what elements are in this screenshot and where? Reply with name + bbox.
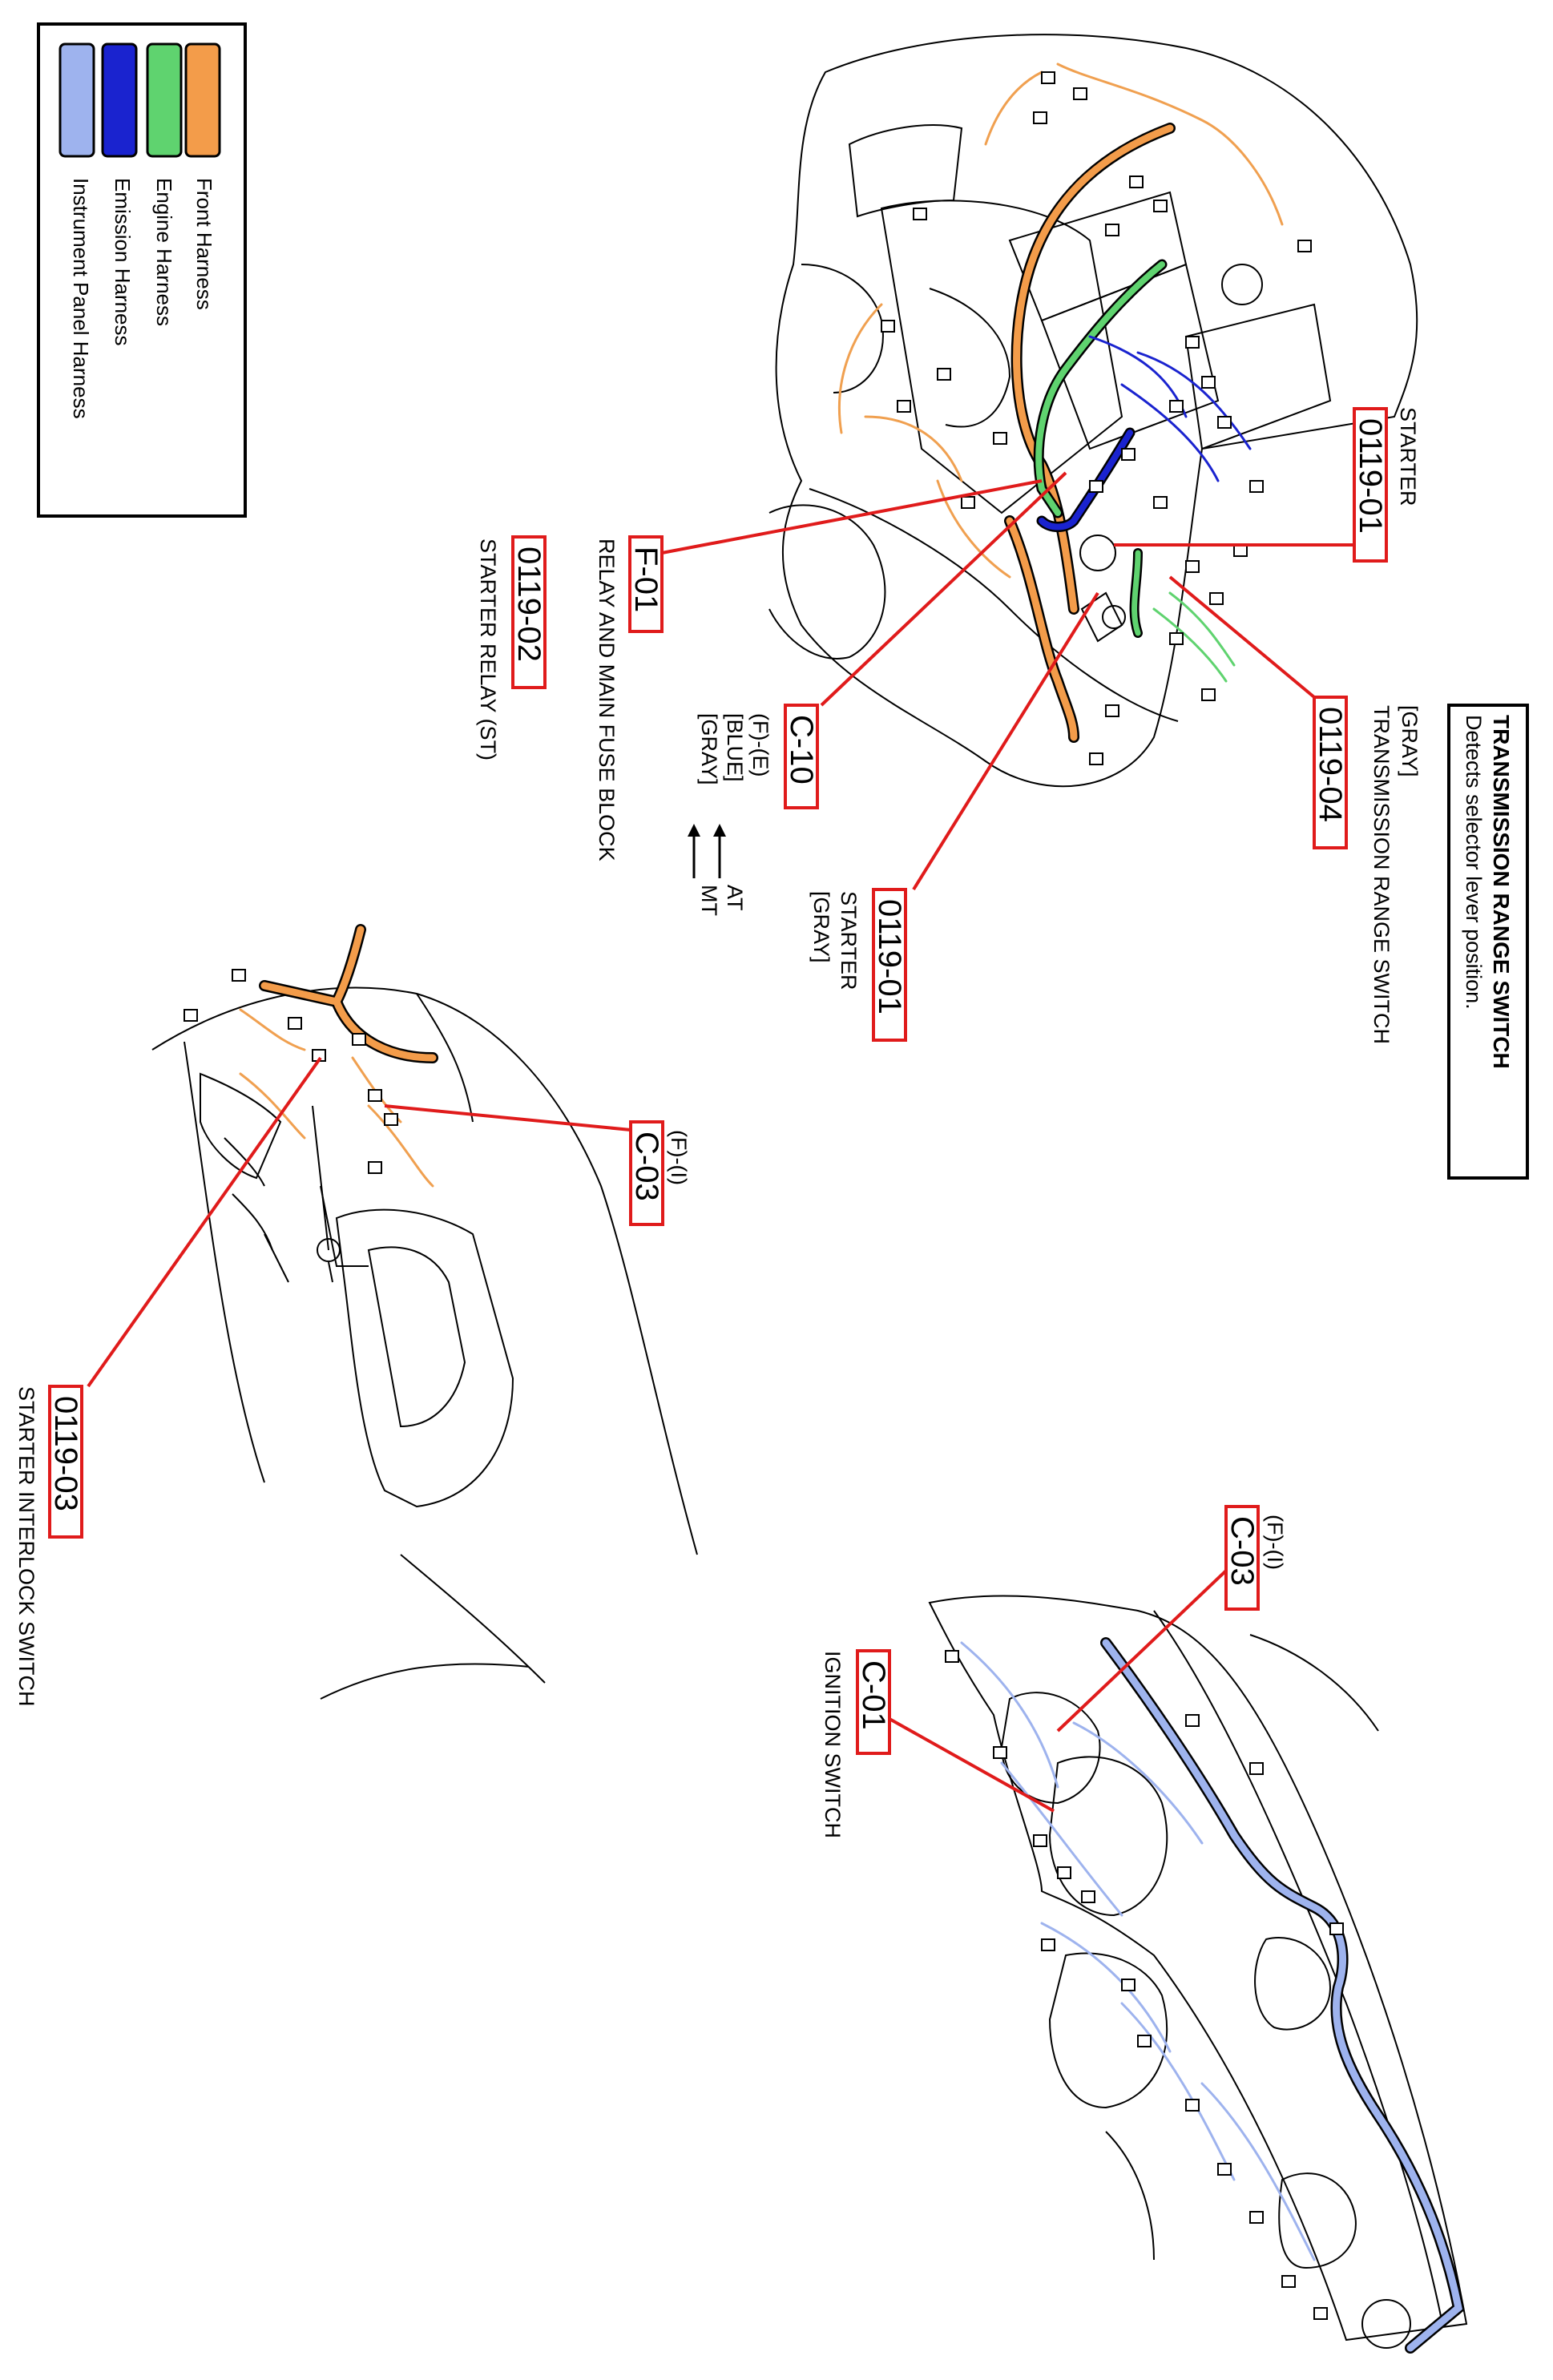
code-0119-04: 0119-04 bbox=[1313, 707, 1348, 822]
code-c03-right: C-03 bbox=[1224, 1516, 1260, 1586]
callout-line-c01 bbox=[889, 1717, 1055, 1813]
label-0119-02: 0119-02 STARTER RELAY (ST) bbox=[476, 535, 547, 760]
steering-column-connectors bbox=[184, 969, 398, 1174]
label-c03-right: (F)-(I) C-03 bbox=[1224, 1505, 1287, 1611]
pair-c03-left: (F)-(I) bbox=[667, 1130, 691, 1185]
at-label: AT bbox=[723, 885, 747, 911]
code-0119-01-mid: 0119-01 bbox=[872, 899, 907, 1015]
label-f01: F-01 RELAY AND MAIN FUSE BLOCK bbox=[595, 535, 664, 861]
name-0119-01-top: STARTER bbox=[1396, 407, 1420, 506]
callout-line-0119-01-mid bbox=[912, 591, 1099, 891]
legend-swatch-engine bbox=[146, 42, 183, 158]
callout-line-c03-right bbox=[1056, 1569, 1228, 1733]
code-0119-03: 0119-03 bbox=[48, 1396, 83, 1511]
label-c01: C-01 IGNITION SWITCH bbox=[821, 1649, 891, 1838]
name-0119-03: STARTER INTERLOCK SWITCH bbox=[14, 1386, 38, 1707]
steering-column-wiring bbox=[239, 924, 438, 1188]
label-c03-left: (F)-(I) C-03 bbox=[629, 1120, 691, 1226]
pair-c10: (F)-(E) bbox=[748, 713, 772, 777]
note-title: TRANSMISSION RANGE SWITCH bbox=[1489, 715, 1514, 1069]
callout-lines bbox=[87, 471, 1354, 1813]
label-0119-01-mid: 0119-01 STARTER [GRAY] bbox=[809, 888, 907, 1042]
color-0119-04: [GRAY] bbox=[1398, 705, 1422, 777]
engine-bay-illustration bbox=[768, 34, 1418, 788]
instrument-panel-illustration bbox=[928, 1595, 1468, 2349]
code-f01: F-01 bbox=[628, 547, 664, 612]
note-transmission-range-switch: TRANSMISSION RANGE SWITCH Detects select… bbox=[1447, 704, 1529, 1180]
name-0119-01-mid: STARTER bbox=[837, 891, 861, 990]
blue-c10: [BLUE] bbox=[723, 713, 747, 782]
engine-bay-connectors bbox=[881, 71, 1312, 765]
callout-line-f01 bbox=[661, 479, 1043, 555]
code-c01: C-01 bbox=[856, 1660, 891, 1730]
mt-label: MT bbox=[697, 885, 721, 916]
legend-label-front: Front Harness bbox=[192, 178, 216, 310]
name-f01: RELAY AND MAIN FUSE BLOCK bbox=[595, 539, 619, 861]
name-c01: IGNITION SWITCH bbox=[821, 1651, 845, 1838]
note-text: Detects selector lever position. bbox=[1462, 715, 1486, 1010]
label-0119-03: 0119-03 STARTER INTERLOCK SWITCH bbox=[14, 1385, 83, 1707]
legend-label-instrument: Instrument Panel Harness bbox=[69, 178, 93, 419]
code-0119-01-top: 0119-01 bbox=[1353, 418, 1388, 534]
callout-line-0119-04 bbox=[1168, 575, 1316, 699]
label-0119-04: [GRAY] TRANSMISSION RANGE SWITCH 0119-04 bbox=[1313, 696, 1422, 1044]
callout-line-0119-03 bbox=[87, 1056, 322, 1388]
label-c10: C-10 (F)-(E) [BLUE] [GRAY] AT MT bbox=[688, 704, 819, 916]
instrument-panel-wiring bbox=[960, 1637, 1465, 2354]
instrument-panel-connectors bbox=[945, 1650, 1344, 2320]
callout-line-c10 bbox=[820, 471, 1067, 707]
engine-bay-wiring bbox=[838, 63, 1284, 743]
legend-swatch-emission bbox=[101, 42, 138, 158]
code-0119-02: 0119-02 bbox=[511, 547, 547, 662]
label-0119-01-top: 0119-01 STARTER bbox=[1353, 407, 1420, 563]
color-0119-01-mid: [GRAY] bbox=[809, 891, 833, 963]
legend-label-engine: Engine Harness bbox=[152, 178, 176, 326]
steering-column-illustration bbox=[151, 986, 698, 1700]
legend-label-emission: Emission Harness bbox=[111, 178, 135, 346]
name-0119-02: STARTER RELAY (ST) bbox=[476, 539, 500, 760]
code-c10: C-10 bbox=[784, 715, 819, 785]
legend-swatch-front bbox=[184, 42, 221, 158]
callout-line-c03-left bbox=[384, 1104, 631, 1132]
legend-swatch-instrument bbox=[58, 42, 95, 158]
legend: Front Harness Engine Harness Emission Ha… bbox=[37, 22, 247, 518]
pair-c03-right: (F)-(I) bbox=[1263, 1515, 1287, 1570]
name-0119-04: TRANSMISSION RANGE SWITCH bbox=[1369, 705, 1394, 1044]
code-c03-left: C-03 bbox=[629, 1132, 664, 1201]
gray-c10: [GRAY] bbox=[697, 713, 721, 785]
